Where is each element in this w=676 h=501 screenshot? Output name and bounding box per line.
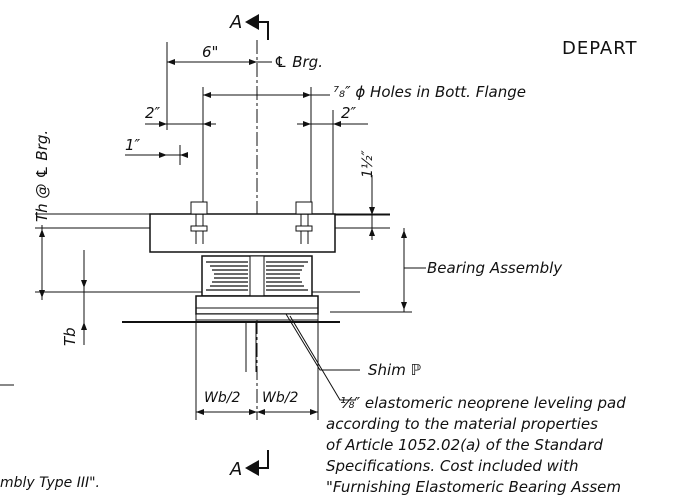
bearing-assembly-label: Bearing Assembly <box>427 259 563 277</box>
pad-note-line-4: Specifications. Cost included with <box>326 457 578 475</box>
wb-left-label: Wb/2 <box>204 390 240 406</box>
dim-6-label: 6" <box>202 43 218 61</box>
pad-note-line-1: ⅛″ elastomeric neoprene leveling pad <box>340 394 626 412</box>
section-mark-bottom-letter: A <box>229 459 242 480</box>
holes-note: ⁷₈″ ϕ Holes in Bott. Flange <box>333 83 526 101</box>
shim-leader <box>285 313 360 371</box>
pad-note-line-5: "Furnishing Elastomeric Bearing Assem <box>326 478 621 496</box>
dim-2-left-label: 2″ <box>145 104 161 122</box>
th-label: Th @ ℄ Brg. <box>33 130 51 222</box>
dim-2-right-label: 2″ <box>341 104 357 122</box>
pad-note: ⅛″ elastomeric neoprene leveling pad acc… <box>326 394 626 496</box>
wb-right-label: Wb/2 <box>262 390 298 406</box>
dim-1-label: 1″ <box>125 136 141 154</box>
shim-label: Shim ℙ <box>368 361 421 379</box>
bottom-flange-plate <box>149 213 336 253</box>
section-mark-top-letter: A <box>229 12 242 33</box>
section-arrow-top-icon <box>245 14 269 40</box>
left-note-fragment: mbly Type III". <box>0 475 100 491</box>
elastomeric-bearing <box>195 255 319 321</box>
tb-label: Tb <box>61 327 79 346</box>
pad-note-line-3: of Article 1052.02(a) of the Standard <box>326 436 603 454</box>
pad-leader <box>289 315 356 401</box>
header-title: DEPART <box>562 38 637 59</box>
section-arrow-bottom-icon <box>245 450 269 476</box>
bolt-right <box>295 201 313 244</box>
dim-1-5-label: 1½″ <box>360 150 376 178</box>
bolt-left <box>190 201 208 244</box>
pad-note-line-2: according to the material properties <box>326 415 598 433</box>
centerline-brg-label: ℄ Brg. <box>274 53 323 71</box>
